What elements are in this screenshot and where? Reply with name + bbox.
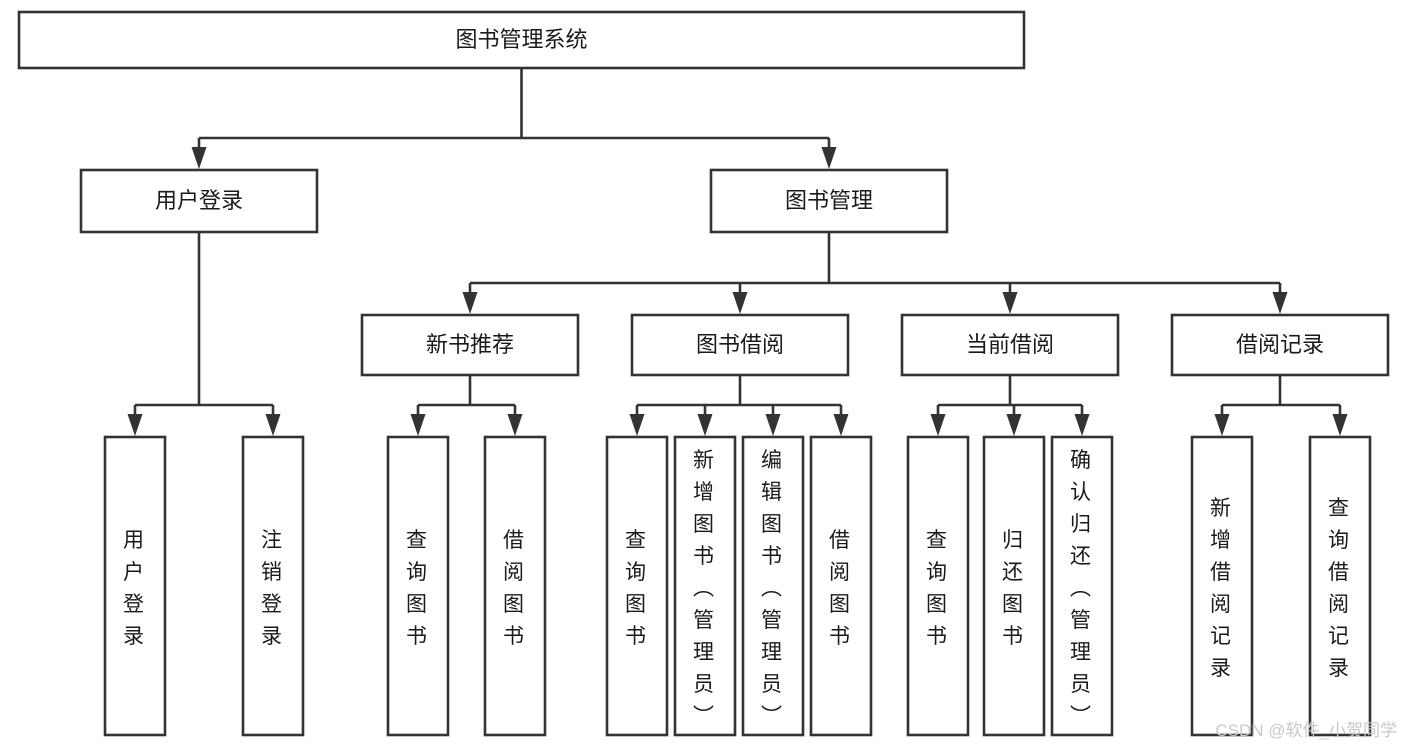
node-label-leaf-user-login: 用户登录	[123, 529, 147, 648]
node-label-leaf-return-book: 归还图书	[1002, 529, 1026, 648]
connector-group-borrow-record	[1214, 375, 1348, 436]
csdn-watermark: CSDN @软件_小贺同学	[1215, 721, 1397, 740]
node-leaf-user-login[interactable]: 用户登录	[103, 435, 167, 737]
node-label-leaf-edit-book: 编辑图书︵管理员︶	[761, 449, 785, 728]
node-leaf-query-record[interactable]: 查询借阅记录	[1308, 435, 1372, 737]
node-current-borrow[interactable]: 当前借阅	[900, 313, 1120, 377]
node-book-manage[interactable]: 图书管理	[709, 168, 949, 234]
node-box-book-manage[interactable]	[709, 168, 949, 234]
node-box-book-borrow[interactable]	[630, 313, 850, 377]
node-leaf-query-book-2[interactable]: 查询图书	[605, 435, 669, 737]
node-label-book-manage: 图书管理	[785, 188, 873, 213]
node-box-leaf-query-book-1[interactable]	[386, 435, 450, 737]
connector-group-root	[191, 68, 837, 169]
node-layer: 图书管理系统用户登录图书管理新书推荐图书借阅当前借阅借阅记录用户登录注销登录查询…	[17, 10, 1390, 737]
node-box-leaf-confirm-return[interactable]	[1050, 435, 1114, 737]
node-label-new-book-rec: 新书推荐	[426, 332, 514, 357]
node-box-new-book-rec[interactable]	[360, 313, 580, 377]
node-borrow-record[interactable]: 借阅记录	[1170, 313, 1390, 377]
node-leaf-confirm-return[interactable]: 确认归还︵管理员︶	[1050, 435, 1114, 737]
node-box-leaf-logout[interactable]	[241, 435, 305, 737]
node-label-root: 图书管理系统	[455, 27, 587, 52]
node-user-login[interactable]: 用户登录	[79, 168, 319, 234]
node-box-leaf-borrow-book-2[interactable]	[809, 435, 873, 737]
connector-group-user-login	[127, 232, 281, 436]
node-label-user-login: 用户登录	[155, 188, 243, 213]
node-leaf-add-record[interactable]: 新增借阅记录	[1190, 435, 1254, 737]
node-book-borrow[interactable]: 图书借阅	[630, 313, 850, 377]
node-leaf-borrow-book-1[interactable]: 借阅图书	[483, 435, 547, 737]
node-label-borrow-record: 借阅记录	[1236, 332, 1324, 357]
node-label-leaf-query-book-1: 查询图书	[406, 529, 430, 648]
node-leaf-borrow-book-2[interactable]: 借阅图书	[809, 435, 873, 737]
connector-layer	[127, 68, 1348, 436]
node-box-borrow-record[interactable]	[1170, 313, 1390, 377]
node-leaf-add-book[interactable]: 新增图书︵管理员︶	[673, 435, 737, 737]
node-leaf-query-book-1[interactable]: 查询图书	[386, 435, 450, 737]
node-leaf-logout[interactable]: 注销登录	[241, 435, 305, 737]
connector-group-book-borrow	[629, 375, 849, 436]
node-label-book-borrow: 图书借阅	[696, 332, 784, 357]
connector-group-book-manage	[462, 232, 1288, 314]
node-label-leaf-borrow-book-1: 借阅图书	[503, 529, 527, 648]
node-box-leaf-borrow-book-1[interactable]	[483, 435, 547, 737]
node-label-leaf-add-book: 新增图书︵管理员︶	[693, 449, 717, 728]
node-label-leaf-logout: 注销登录	[261, 529, 285, 648]
node-box-current-borrow[interactable]	[900, 313, 1120, 377]
node-leaf-query-book-3[interactable]: 查询图书	[906, 435, 970, 737]
node-leaf-edit-book[interactable]: 编辑图书︵管理员︶	[741, 435, 805, 737]
node-box-leaf-add-book[interactable]	[673, 435, 737, 737]
node-label-leaf-borrow-book-2: 借阅图书	[829, 529, 853, 648]
node-box-root[interactable]	[17, 10, 1026, 70]
node-label-leaf-query-book-3: 查询图书	[926, 529, 950, 648]
node-label-current-borrow: 当前借阅	[966, 332, 1054, 357]
node-box-leaf-edit-book[interactable]	[741, 435, 805, 737]
node-leaf-return-book[interactable]: 归还图书	[982, 435, 1046, 737]
node-box-leaf-query-book-2[interactable]	[605, 435, 669, 737]
node-root[interactable]: 图书管理系统	[17, 10, 1026, 70]
node-label-leaf-query-record: 查询借阅记录	[1328, 497, 1352, 680]
node-new-book-rec[interactable]: 新书推荐	[360, 313, 580, 377]
node-label-leaf-query-book-2: 查询图书	[625, 529, 649, 648]
node-box-leaf-query-book-3[interactable]	[906, 435, 970, 737]
connector-group-current-borrow	[930, 375, 1090, 436]
node-box-user-login[interactable]	[79, 168, 319, 234]
node-box-leaf-add-record[interactable]	[1190, 435, 1254, 737]
node-label-leaf-confirm-return: 确认归还︵管理员︶	[1070, 449, 1094, 728]
node-box-leaf-user-login[interactable]	[103, 435, 167, 737]
node-box-leaf-return-book[interactable]	[982, 435, 1046, 737]
connector-group-new-book-rec	[410, 375, 523, 436]
node-box-leaf-query-record[interactable]	[1308, 435, 1372, 737]
node-label-leaf-add-record: 新增借阅记录	[1210, 497, 1234, 680]
